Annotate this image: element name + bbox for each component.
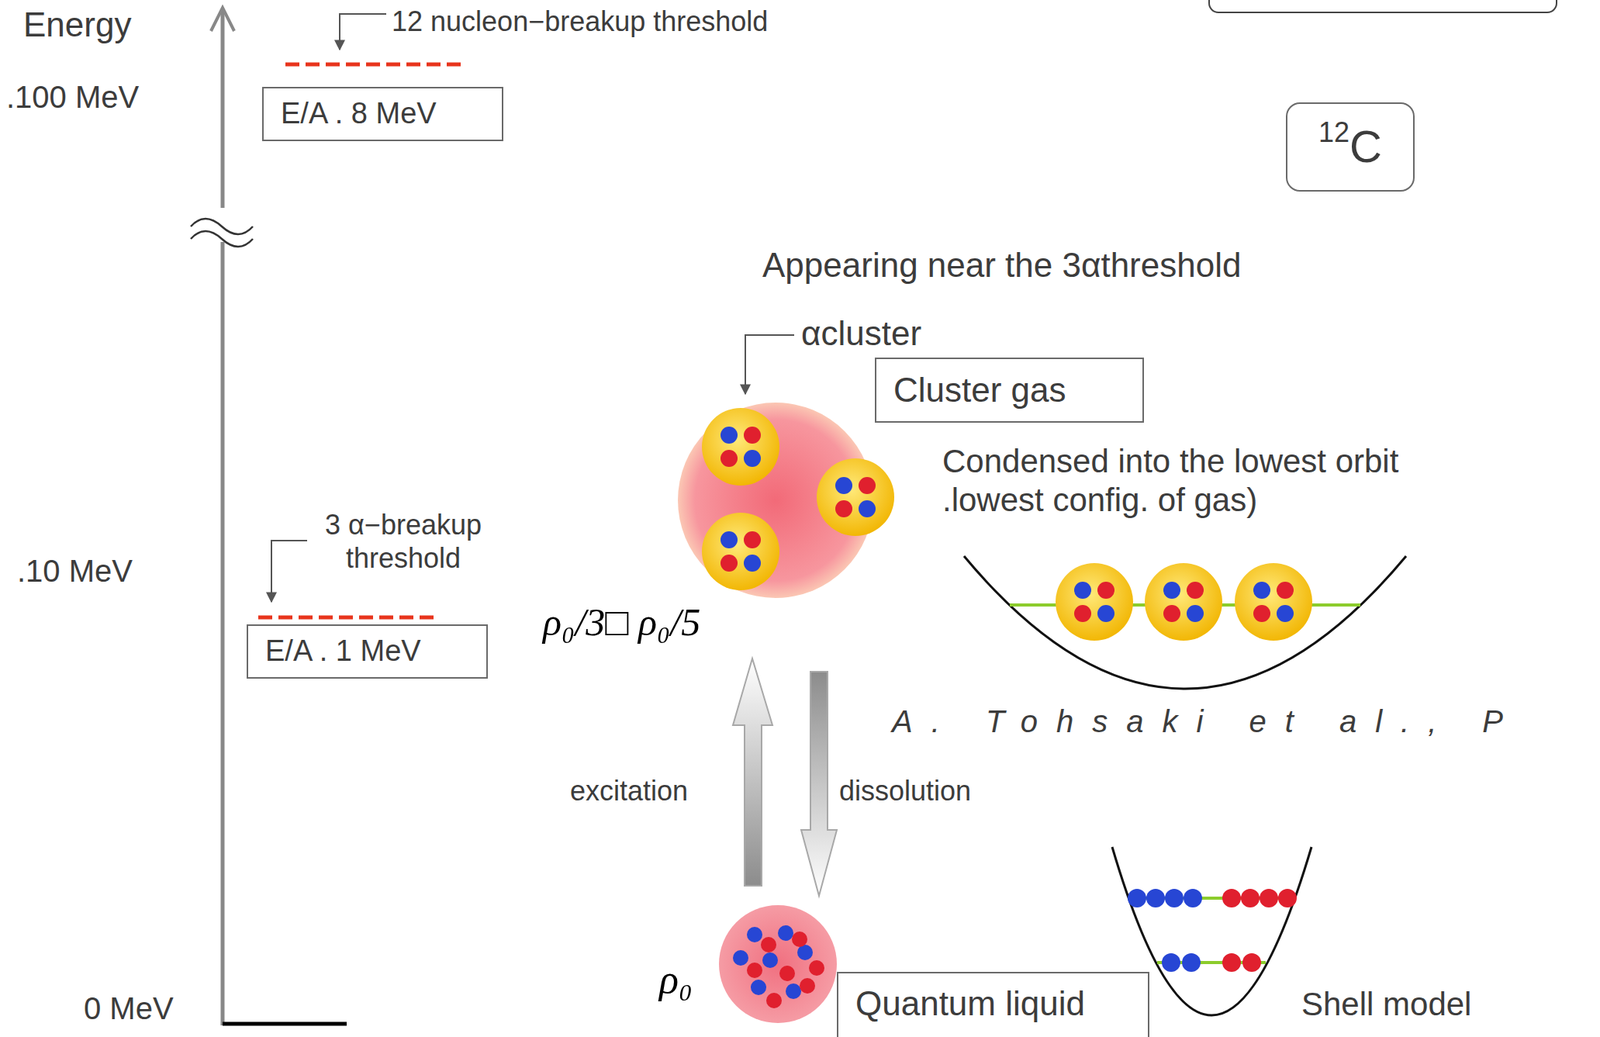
- threshold-label: 3 α−breakup threshold: [310, 507, 497, 575]
- shell-nucleons: [1127, 888, 1297, 972]
- potential-well: [964, 556, 1407, 689]
- leader-line: [271, 540, 308, 602]
- box-text: Quantum liquid: [855, 984, 1086, 1024]
- threshold-line: [285, 62, 466, 67]
- alpha-cluster: [701, 407, 780, 486]
- energy-tick: .10 MeV: [17, 552, 133, 590]
- element-symbol: C: [1349, 120, 1383, 173]
- arrow-label: dissolution: [839, 774, 972, 808]
- threshold-label: 12 nucleon−breakup threshold: [391, 4, 768, 39]
- alpha-cluster: [1234, 563, 1313, 641]
- alpha-cluster: [1055, 563, 1134, 641]
- nucleus-box: 12C: [1285, 102, 1415, 192]
- excitation-arrow: [732, 658, 773, 886]
- axis-title: Energy: [23, 4, 132, 46]
- energy-axis: [221, 10, 225, 1026]
- dissolution-arrow: [801, 671, 837, 896]
- alpha-cluster: [701, 512, 780, 591]
- axis-break-gap: [206, 207, 241, 242]
- energy-tick: 0 MeV: [83, 989, 174, 1027]
- model-label: Shell model: [1301, 984, 1472, 1024]
- alpha-cluster: [816, 458, 895, 536]
- box-text: E/A . 1 MeV: [265, 634, 422, 669]
- axis-arrowhead: [210, 7, 235, 32]
- ground-level: [222, 1022, 347, 1027]
- partial-box: [1209, 0, 1557, 13]
- reference-note: A. Tohsaki et al., P: [891, 702, 1522, 740]
- box-text: Cluster gas: [893, 370, 1067, 411]
- state-box: Cluster gas: [874, 357, 1144, 423]
- alpha-cluster: [1144, 563, 1223, 641]
- description-note: Condensed into the lowest orbit .lowest …: [942, 442, 1486, 521]
- box-text: E/A . 8 MeV: [280, 96, 437, 132]
- energy-box: E/A . 8 MeV: [262, 86, 504, 142]
- nucleons: [732, 925, 825, 1009]
- arrow-label: excitation: [570, 774, 688, 808]
- leader-line: [745, 335, 795, 394]
- energy-box: E/A . 1 MeV: [246, 624, 488, 679]
- liquid-drop: [718, 905, 837, 1023]
- density-label: ρ₀: [659, 955, 693, 1004]
- mass-number: 12: [1318, 116, 1350, 149]
- axis-break: [190, 231, 253, 247]
- energy-tick: .100 MeV: [6, 78, 139, 116]
- callout-label: αcluster: [801, 313, 922, 355]
- state-box: Quantum liquid: [836, 971, 1150, 1037]
- threshold-line: [258, 615, 439, 620]
- leader-line: [339, 13, 387, 50]
- density-label: ρ₀/3□ ρ₀/5: [542, 598, 701, 646]
- heading-note: Appearing near the 3αthreshold: [762, 245, 1241, 287]
